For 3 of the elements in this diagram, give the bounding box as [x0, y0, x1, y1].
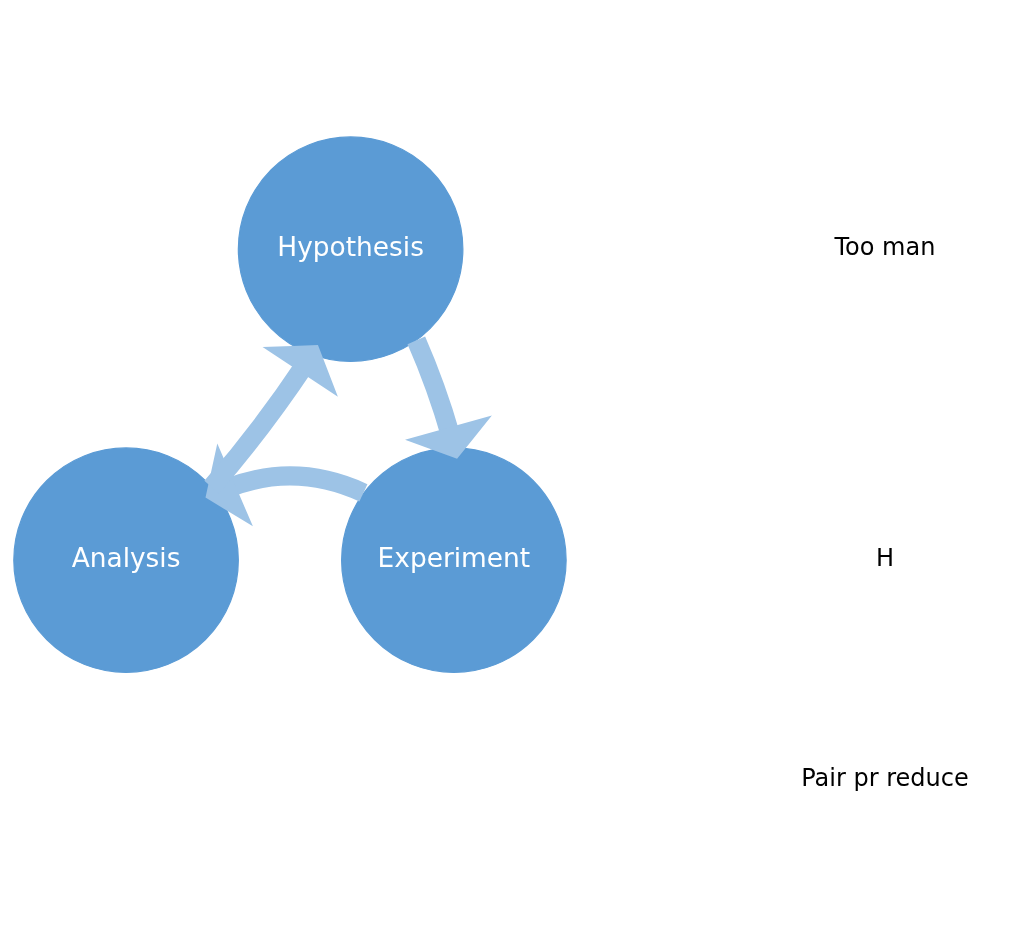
- label: Too man: [833, 232, 935, 261]
- label: H: [875, 543, 894, 572]
- label: Pair pr reduce: [800, 763, 969, 792]
